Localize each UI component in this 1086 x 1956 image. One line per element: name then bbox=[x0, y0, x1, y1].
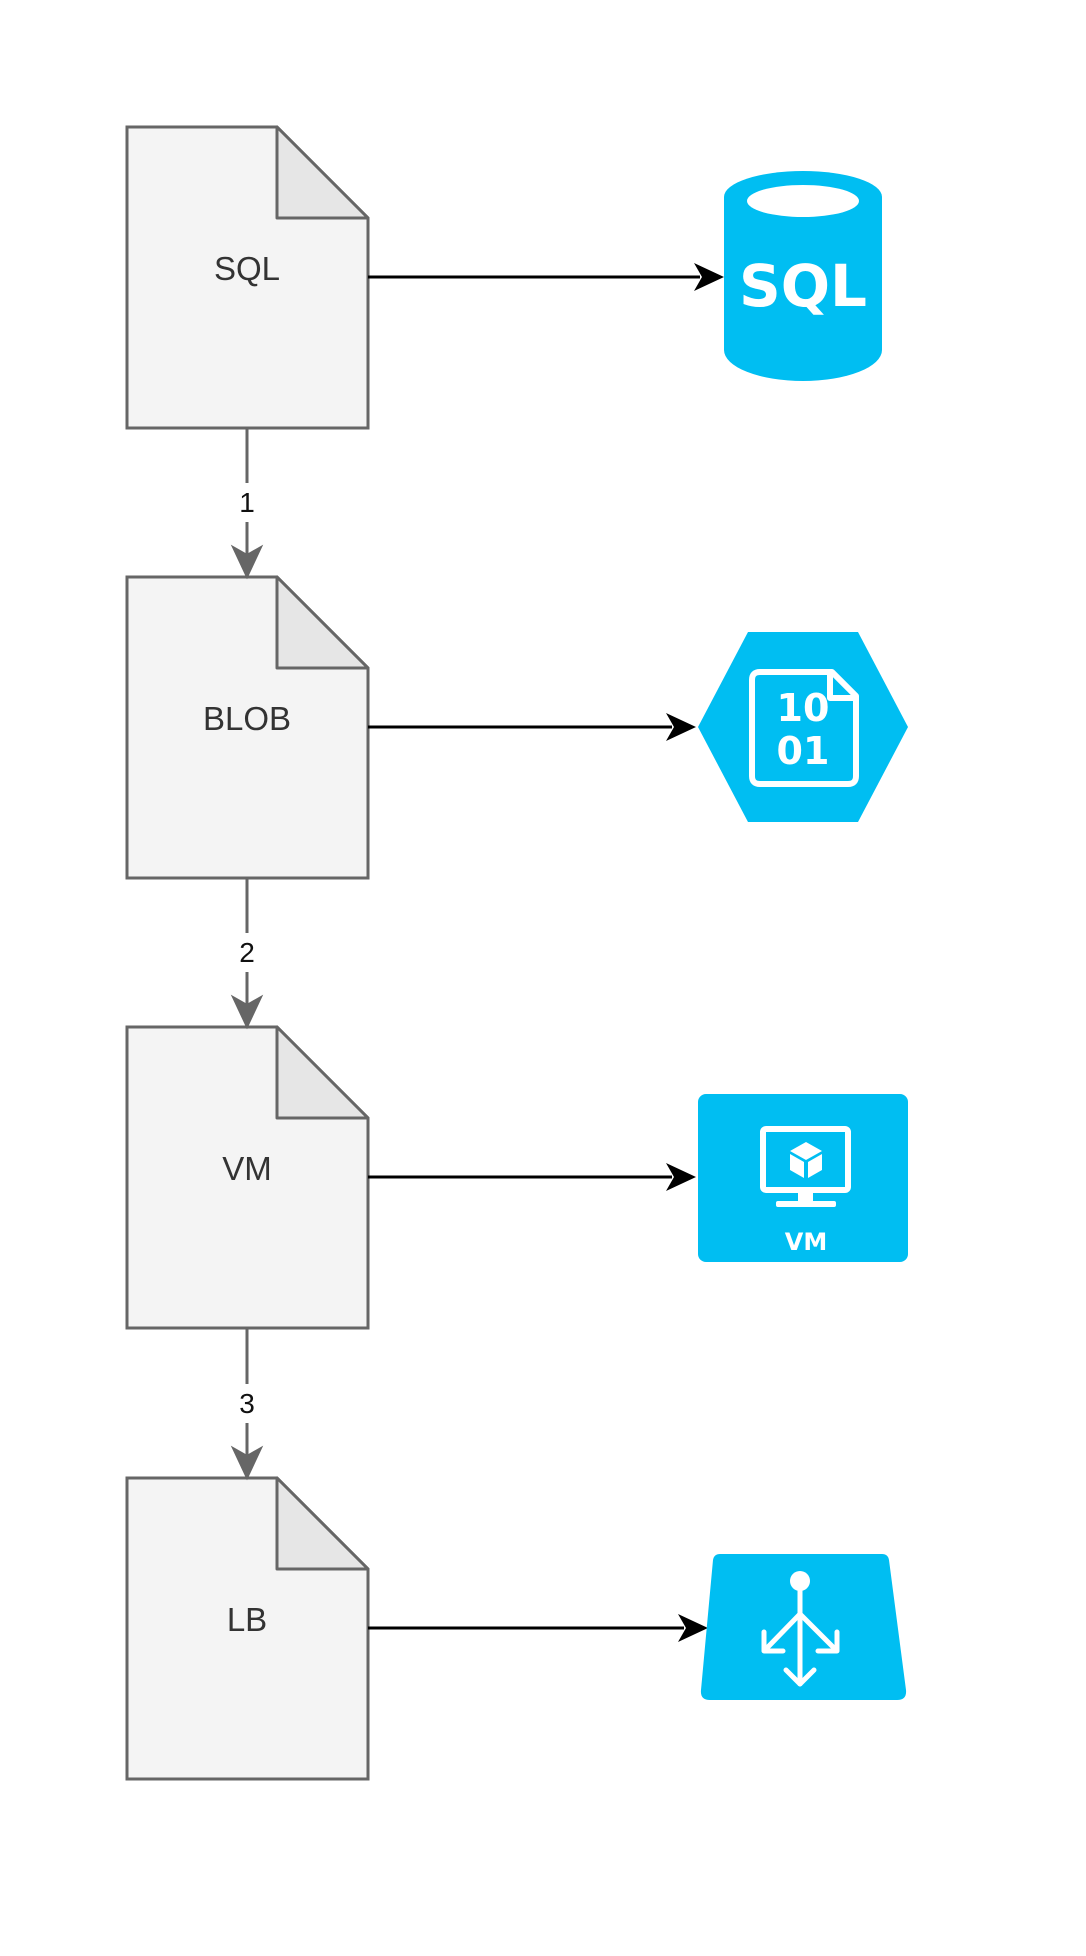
document-label: VM bbox=[222, 1150, 272, 1187]
blob-storage-icon[interactable]: 10 01 bbox=[698, 632, 908, 822]
sequence-edge-2[interactable]: 2 bbox=[230, 878, 264, 1030]
document-label: SQL bbox=[214, 250, 280, 287]
arrowhead-icon bbox=[230, 544, 264, 580]
connector-vm[interactable] bbox=[368, 1163, 696, 1191]
edge-label: 1 bbox=[239, 487, 255, 518]
document-sql[interactable]: SQL bbox=[125, 125, 370, 430]
connector-sql[interactable] bbox=[368, 263, 724, 291]
document-label: LB bbox=[227, 1601, 267, 1638]
arrowhead-icon bbox=[694, 263, 724, 291]
document-lb[interactable]: LB bbox=[125, 1476, 370, 1781]
blob-icon-text-line2: 01 bbox=[777, 729, 830, 773]
cube-icon bbox=[790, 1142, 822, 1178]
document-label: BLOB bbox=[203, 700, 291, 737]
load-balancer-icon[interactable] bbox=[700, 1554, 907, 1700]
connector-blob[interactable] bbox=[368, 713, 696, 741]
vm-icon-text: VM bbox=[785, 1228, 827, 1256]
arrowhead-icon bbox=[666, 713, 696, 741]
document-vm[interactable]: VM bbox=[125, 1025, 370, 1330]
sql-icon-text: SQL bbox=[739, 252, 867, 320]
sequence-edge-3[interactable]: 3 bbox=[230, 1328, 264, 1481]
virtual-machine-icon[interactable]: VM bbox=[698, 1094, 908, 1262]
connector-lb[interactable] bbox=[368, 1614, 708, 1642]
blob-icon-text-line1: 10 bbox=[777, 686, 830, 730]
arrowhead-icon bbox=[666, 1163, 696, 1191]
arrowhead-icon bbox=[230, 1445, 264, 1481]
sequence-edge-1[interactable]: 1 bbox=[230, 428, 264, 580]
arrowhead-icon bbox=[230, 994, 264, 1030]
arrowhead-icon bbox=[678, 1614, 708, 1642]
edge-label: 2 bbox=[239, 937, 255, 968]
document-blob[interactable]: BLOB bbox=[125, 575, 370, 880]
sql-database-icon[interactable]: SQL bbox=[724, 171, 882, 381]
edge-label: 3 bbox=[239, 1388, 255, 1419]
